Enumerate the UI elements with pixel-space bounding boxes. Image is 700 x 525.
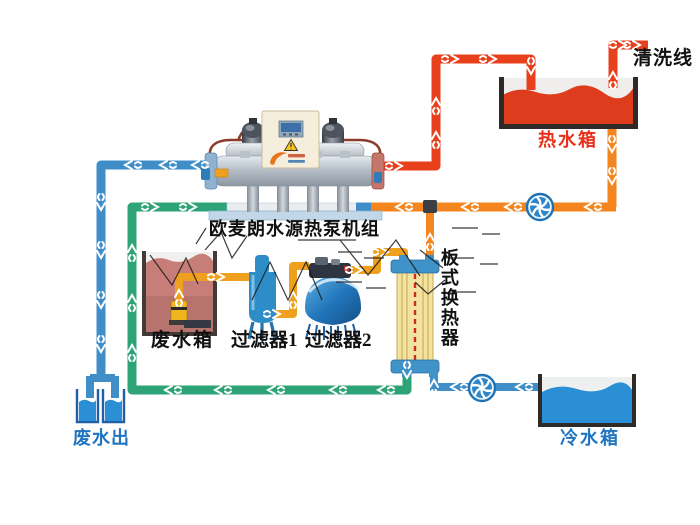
submersible-pump — [169, 296, 211, 328]
pump-body — [170, 300, 188, 323]
hot-water — [503, 85, 634, 124]
display-screen — [281, 123, 301, 132]
control-box — [261, 110, 320, 169]
flange-1 — [240, 151, 250, 158]
leg-1 — [247, 183, 259, 212]
compressor-left-cap — [249, 118, 257, 124]
circulation-pump-icon-bottom — [467, 373, 497, 403]
hot-water-tank — [499, 77, 638, 129]
warning-triangle-icon — [283, 138, 299, 151]
filter-2-label: 过滤器2 — [305, 330, 372, 351]
heat-pump-unit-label: 欧麦朗水源热泵机组 — [209, 219, 380, 239]
filter2-legs — [305, 323, 358, 341]
filter-1-label: 过滤器1 — [231, 330, 298, 351]
waste-out-containers — [75, 380, 126, 424]
cold-water — [542, 382, 632, 423]
cup-water-right — [105, 399, 122, 421]
compressor-right-cap — [329, 118, 337, 124]
return-pipe-blue-tip — [356, 202, 373, 212]
cold-tank-bottom — [538, 423, 636, 427]
filter2-gloss — [307, 278, 360, 294]
hot-tank-bottom — [499, 124, 638, 129]
filter1-neck — [255, 255, 269, 274]
plate-heat-exchanger-label: 板式换热器 — [438, 248, 459, 348]
hx-port-br — [429, 372, 438, 377]
warm-return-pipe — [371, 125, 617, 262]
waste-water-tank-label: 废水箱 — [151, 330, 215, 351]
manifold-stubs — [86, 380, 119, 398]
hot-tank-wall-left — [499, 77, 504, 129]
hx-bottom-cap — [390, 359, 440, 374]
pump-badge — [184, 320, 211, 328]
waste-tank-bottom — [142, 332, 217, 336]
waste-tank-wall-left — [142, 251, 146, 336]
left-valve — [201, 168, 210, 180]
leg-4 — [337, 183, 349, 212]
hot-water-tank-label: 热水箱 — [538, 130, 598, 150]
heat-pump-unit — [201, 110, 385, 221]
filter1-legs — [247, 321, 277, 340]
tee-valve — [423, 200, 437, 213]
waste-tank-wall-right — [213, 251, 217, 336]
flange-4 — [340, 151, 350, 158]
hx-port-tl — [399, 255, 408, 261]
motor-base — [309, 263, 351, 278]
leg-3 — [307, 183, 319, 212]
filter1-body — [249, 272, 276, 323]
cup-water-left — [79, 399, 96, 421]
brand-logo-icon — [270, 152, 305, 165]
filter-1 — [247, 255, 277, 340]
cold-tank-wall-left — [538, 374, 542, 427]
waste-water-out-label: 废水出 — [73, 428, 130, 448]
leg-2 — [277, 183, 289, 212]
right-valve — [374, 172, 382, 183]
hx-top-cap — [390, 259, 440, 274]
filter2-dome — [305, 276, 361, 325]
left-fitting — [214, 168, 229, 178]
pump-base — [169, 320, 189, 325]
motor-cylinder-2 — [331, 259, 340, 265]
hx-port-bl — [402, 372, 411, 377]
motor-cylinder — [315, 257, 328, 265]
cleaning-line-label: 清洗线 — [633, 48, 694, 69]
circulation-pump-icon-top — [525, 192, 555, 222]
plate-heat-exchanger — [390, 255, 440, 377]
cold-tank-wall-right — [632, 374, 636, 427]
hot-tank-wall-right — [633, 77, 638, 129]
watermark-scribbles — [149, 227, 500, 302]
display-buttons — [283, 133, 298, 136]
pump-band — [171, 307, 187, 310]
unit-end-cap-right — [371, 152, 385, 190]
unit-base — [208, 210, 383, 221]
filter-2 — [305, 257, 361, 341]
cold-water-tank-label: 冷水箱 — [560, 428, 620, 448]
compressor-left-gloss — [245, 125, 255, 131]
hx-plates — [401, 272, 429, 363]
unit-legs — [247, 183, 349, 212]
cold-water-tank — [538, 374, 636, 427]
filter2-motor — [309, 257, 351, 278]
compressor-right-gloss — [325, 125, 335, 131]
source-return-pipe — [127, 202, 412, 395]
